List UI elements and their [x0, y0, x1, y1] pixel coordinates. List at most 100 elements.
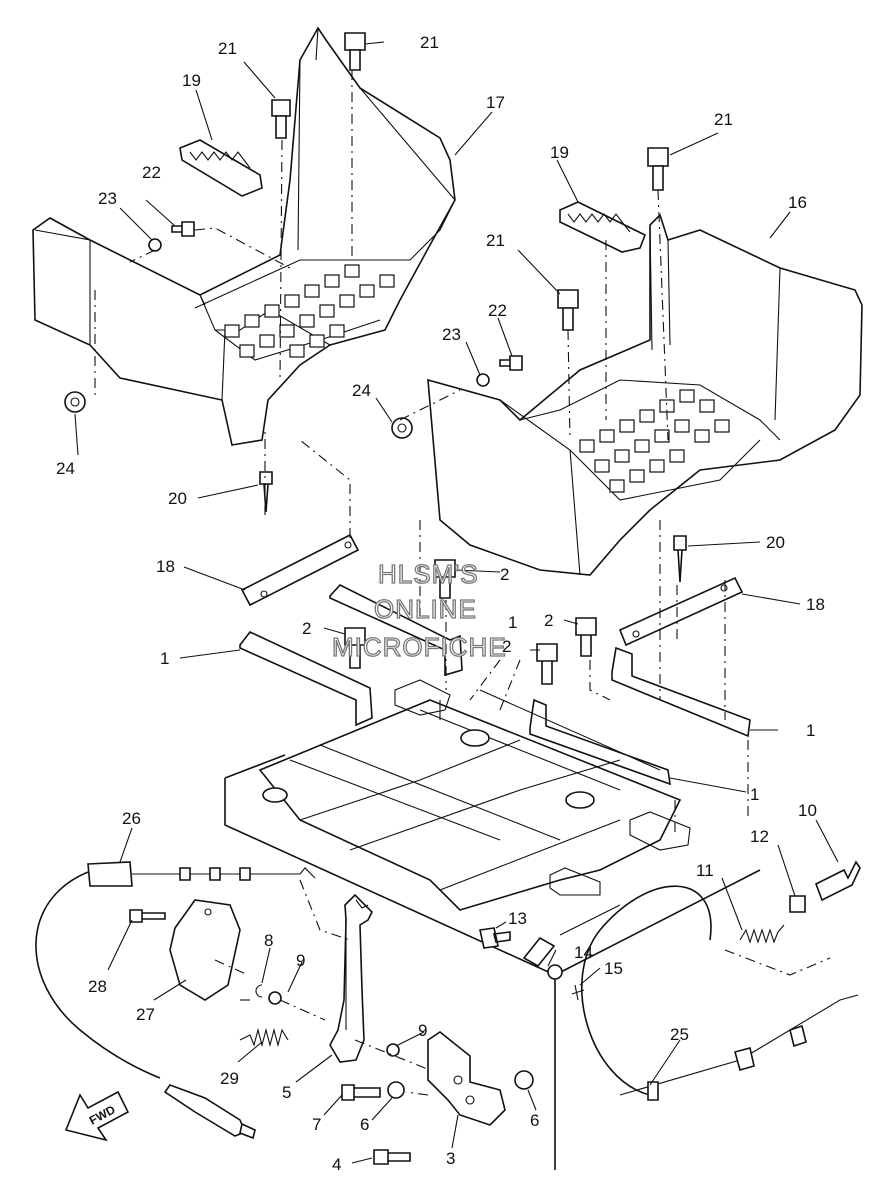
washer-9-a [268, 991, 282, 1005]
bolt-21-right-b [557, 289, 579, 331]
screw-22-left [171, 221, 195, 237]
bolt-2-a [344, 627, 366, 669]
callout-28: 28 [88, 977, 107, 996]
callout-27: 27 [136, 1005, 155, 1024]
callout-20: 20 [168, 489, 187, 508]
bracket-3 [427, 1031, 506, 1126]
callout-17: 17 [486, 93, 505, 112]
svg-text:ONLINE: ONLINE [374, 594, 477, 624]
cable-26 [35, 871, 161, 1079]
washer-23-left [148, 238, 162, 252]
bolt-7 [341, 1084, 381, 1101]
spring-29 [239, 1027, 289, 1048]
callout-9: 9 [418, 1021, 427, 1040]
callout-14: 14 [574, 943, 593, 962]
collar-6-a [387, 1081, 405, 1099]
callout-15: 15 [604, 959, 623, 978]
callout-22: 22 [142, 163, 161, 182]
right-grate-19 [559, 201, 647, 253]
watermark: HLSM'S ONLINE MICROFICHE [331, 558, 507, 662]
bracket-1-left [239, 631, 373, 727]
callout-1: 1 [806, 721, 815, 740]
callout-labels: 21 21 21 21 19 19 17 16 22 22 23 23 24 2… [56, 33, 825, 1174]
stay-18-left [240, 533, 360, 607]
bolt-2-d [536, 643, 558, 685]
bolt-2-b [434, 559, 456, 599]
callout-24: 24 [56, 459, 75, 478]
rivet-20-right [673, 535, 687, 583]
callout-2: 2 [502, 637, 511, 656]
callout-7: 7 [312, 1115, 321, 1134]
bracket-1-rightlow [529, 698, 671, 786]
callout-16: 16 [788, 193, 807, 212]
washer-14 [547, 964, 563, 980]
pedal-5 [329, 893, 373, 1063]
callout-21: 21 [420, 33, 439, 52]
stay-18-right [618, 576, 744, 647]
bolt-2-c [575, 617, 597, 657]
callout-13: 13 [508, 909, 527, 928]
bolt-21-right-a [647, 147, 669, 191]
screw-22-right [499, 355, 523, 371]
assembly-lines [94, 70, 749, 1096]
right-footrest-cleats [579, 389, 730, 493]
cotter-pin-15 [571, 984, 585, 1001]
callout-21: 21 [714, 110, 733, 129]
callout-22: 22 [488, 301, 507, 320]
callout-19: 19 [182, 71, 201, 90]
nut-6-b [514, 1070, 534, 1090]
callout-24: 24 [352, 381, 371, 400]
callout-18: 18 [156, 557, 175, 576]
pin-10 [814, 860, 861, 902]
bolt-21-left [271, 99, 291, 139]
callout-23: 23 [98, 189, 117, 208]
left-footrest-17 [32, 26, 456, 446]
callout-1: 1 [508, 613, 517, 632]
collar-12 [789, 895, 806, 913]
callout-5: 5 [282, 1083, 291, 1102]
left-footrest-cleats [224, 264, 395, 358]
callout-9: 9 [296, 951, 305, 970]
callout-21: 21 [486, 231, 505, 250]
clip-8 [255, 984, 263, 998]
callout-26: 26 [122, 809, 141, 828]
callout-2: 2 [500, 565, 509, 584]
right-footrest-16 [427, 213, 863, 576]
cover-27 [169, 899, 241, 1001]
callout-29: 29 [220, 1069, 239, 1088]
bracket-1-rightup [611, 646, 751, 738]
nut-24-left [64, 391, 86, 413]
svg-text:MICROFICHE: MICROFICHE [332, 632, 507, 662]
callout-20: 20 [766, 533, 785, 552]
callout-23: 23 [442, 325, 461, 344]
bolt-4 [373, 1149, 411, 1165]
rivet-20-left [259, 471, 273, 513]
callout-8: 8 [264, 931, 273, 950]
callout-4: 4 [332, 1155, 341, 1174]
fwd-arrow-icon: FWD [64, 1090, 130, 1142]
bracket-1-upper [329, 584, 463, 677]
callout-25: 25 [670, 1025, 689, 1044]
callout-6: 6 [360, 1115, 369, 1134]
washer-9-b [386, 1043, 400, 1057]
bolt-21-top [344, 32, 366, 71]
callout-10: 10 [798, 801, 817, 820]
callout-2: 2 [544, 611, 553, 630]
callout-1: 1 [160, 649, 169, 668]
bolt-28 [129, 909, 166, 923]
spring-11 [739, 924, 785, 944]
leader-lines [74, 41, 839, 1164]
cable-25 [580, 885, 712, 1096]
callout-2: 2 [302, 619, 311, 638]
callout-19: 19 [550, 143, 569, 162]
callout-11: 11 [696, 861, 714, 880]
callout-18: 18 [806, 595, 825, 614]
pin-13 [479, 927, 511, 949]
svg-text:HLSM'S: HLSM'S [378, 559, 479, 589]
callout-6: 6 [530, 1111, 539, 1130]
callout-1: 1 [750, 785, 759, 804]
callout-3: 3 [446, 1149, 455, 1168]
washer-23-right [476, 373, 490, 387]
nut-24-right [391, 417, 413, 439]
